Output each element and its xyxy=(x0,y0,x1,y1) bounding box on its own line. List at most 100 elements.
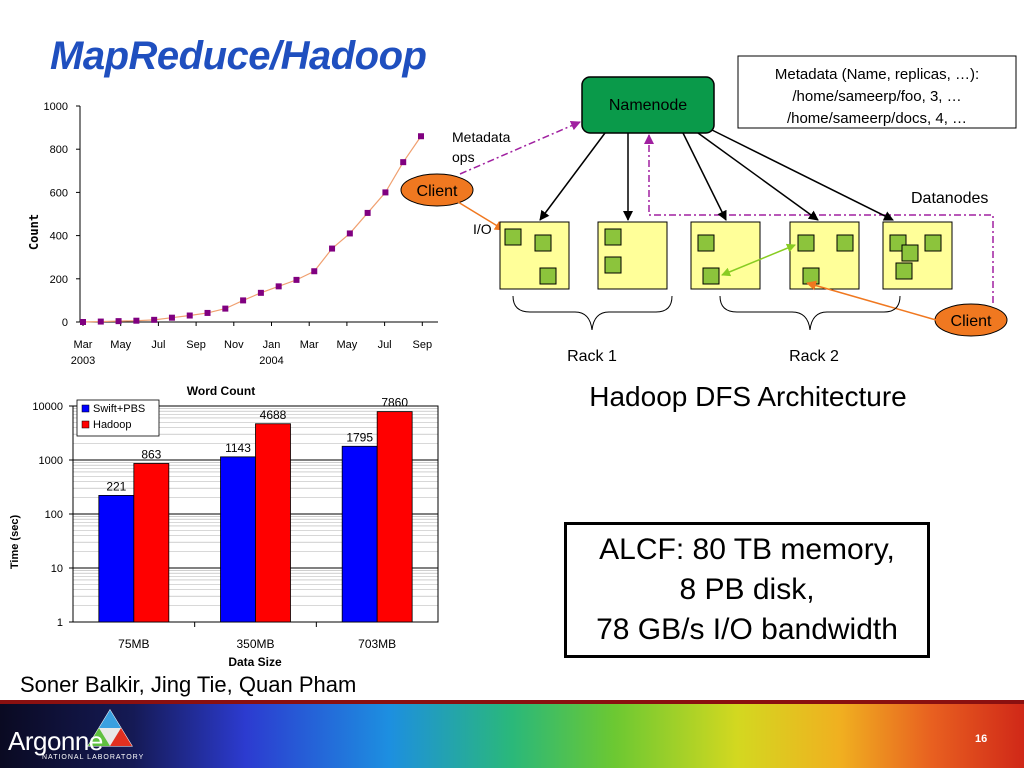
line-chart-point xyxy=(257,289,264,296)
line-chart-ytick-label: 800 xyxy=(50,144,68,156)
bar-chart-legend-label: Swift+PBS xyxy=(93,403,145,415)
line-chart-point xyxy=(329,245,336,252)
bar-chart-data-label: 4688 xyxy=(260,408,287,422)
bar-chart-ytick-label: 10 xyxy=(51,563,63,575)
line-chart-ytick-label: 600 xyxy=(50,187,68,199)
argonne-logo-icon xyxy=(87,709,133,747)
bar-chart-data-label: 7860 xyxy=(381,396,408,410)
metadata-ops-line xyxy=(459,120,581,175)
line-chart-xtick-label: Jul xyxy=(151,339,165,351)
logo-name: Argonne xyxy=(8,726,103,756)
logo-subtitle: NATIONAL LABORATORY xyxy=(42,754,145,761)
line-chart-point xyxy=(115,318,122,325)
bar-chart-xlabel: Data Size xyxy=(228,655,282,669)
data-block xyxy=(924,234,942,252)
line-chart-year-label: 2003 xyxy=(71,355,95,367)
io-arrow xyxy=(457,201,505,231)
alcf-info-box: ALCF: 80 TB memory, 8 PB disk, 78 GB/s I… xyxy=(564,522,930,658)
rack-1-label: Rack 1 xyxy=(567,348,617,365)
data-block xyxy=(604,228,622,246)
alcf-line-3: 78 GB/s I/O bandwidth xyxy=(596,613,898,646)
bar-chart-data-label: 221 xyxy=(106,479,126,493)
replication-arrow xyxy=(721,243,796,277)
bar-chart-data-label: 1795 xyxy=(346,430,373,444)
line-chart-xtick-label: Sep xyxy=(413,339,433,351)
bar-chart-bar xyxy=(98,495,135,623)
bar-chart-bar xyxy=(255,423,291,623)
client-left xyxy=(400,173,474,207)
bar-chart-ytick-label: 10000 xyxy=(32,401,63,413)
data-block xyxy=(901,244,919,262)
data-block xyxy=(604,256,622,274)
bar-chart-data-label: 863 xyxy=(141,447,161,461)
namenode-label: Namenode xyxy=(609,97,687,114)
alcf-line-1: ALCF: 80 TB memory, xyxy=(599,533,895,566)
line-chart-xtick-label: Mar xyxy=(300,339,319,351)
line-chart-xtick-label: May xyxy=(110,339,131,351)
slide-title: MapReduce/Hadoop xyxy=(50,34,427,78)
page-number: 16 xyxy=(975,733,988,745)
rack-2-label: Rack 2 xyxy=(789,348,839,365)
bar-chart-ytick-label: 1 xyxy=(57,617,63,629)
bar-chart-legend-swatch xyxy=(81,404,90,413)
line-chart-point xyxy=(275,283,282,290)
bar-chart-legend-label: Hadoop xyxy=(93,419,132,431)
line-chart-xtick-label: Sep xyxy=(186,339,206,351)
line-chart-point xyxy=(346,230,353,237)
line-chart-point xyxy=(293,276,300,283)
footer-bar xyxy=(0,704,1024,768)
nn-arrow-5 xyxy=(711,129,894,221)
line-chart-ytick-label: 200 xyxy=(50,274,68,286)
data-block xyxy=(802,267,820,285)
bar-chart-legend xyxy=(76,399,160,437)
data-block xyxy=(797,234,815,252)
datanode-report-line xyxy=(644,134,994,303)
line-chart-ytick-label: 0 xyxy=(62,317,68,329)
bar-chart-ylabel: Time (sec) xyxy=(9,515,21,570)
datanode-3 xyxy=(690,221,761,290)
nn-arrow-1 xyxy=(539,132,606,221)
datanode-4 xyxy=(789,221,860,290)
rack-2-brace xyxy=(719,295,901,331)
client-right-io-arrow xyxy=(806,280,937,321)
data-block xyxy=(697,234,715,252)
line-chart-point xyxy=(80,319,86,325)
authors: Soner Balkir, Jing Tie, Quan Pham xyxy=(20,672,357,697)
line-chart-point xyxy=(418,133,424,140)
hadoop-dfs-diagram: Namenode Metadata (Name, replicas, …): /… xyxy=(400,55,1017,412)
metadata-line-2: /home/sameerp/foo, 3, … xyxy=(792,88,961,105)
rack-1-brace xyxy=(512,295,673,331)
metadata-ops-label-1: Metadata xyxy=(452,129,511,145)
nn-arrow-4 xyxy=(697,132,819,221)
bar-chart-title: Word Count xyxy=(187,384,255,398)
line-chart-point xyxy=(364,209,371,216)
bar-chart-category-label: 350MB xyxy=(236,637,274,651)
line-chart-xtick-label: Mar xyxy=(74,339,93,351)
nn-arrow-3 xyxy=(682,132,727,221)
bar-chart-ytick-label: 100 xyxy=(45,509,63,521)
architecture-caption: Hadoop DFS Architecture xyxy=(589,381,907,412)
line-chart-point xyxy=(151,316,158,323)
line-chart-point xyxy=(133,317,140,324)
line-chart-xtick-label: Jan xyxy=(263,339,281,351)
data-block xyxy=(534,234,552,252)
client-right-label: Client xyxy=(951,313,992,330)
bar-chart-bar xyxy=(376,411,413,623)
line-chart-ytick-label: 400 xyxy=(50,231,68,243)
bar-chart-bar xyxy=(341,445,378,623)
line-chart-xtick-label: May xyxy=(337,339,358,351)
metadata-box xyxy=(737,55,1017,129)
line-chart-point xyxy=(382,189,389,196)
data-block xyxy=(836,234,854,252)
data-block xyxy=(504,228,522,246)
line-chart-point xyxy=(168,314,175,321)
line-chart-series-line xyxy=(82,135,422,323)
bar-chart-legend-swatch xyxy=(81,420,90,429)
bar-chart-ytick-label: 1000 xyxy=(39,455,63,467)
line-chart-point xyxy=(204,309,211,316)
datanodes-label: Datanodes xyxy=(911,190,988,207)
line-chart-point xyxy=(240,297,247,304)
line-chart-point xyxy=(97,318,104,325)
metadata-ops-label-2: ops xyxy=(452,149,475,165)
